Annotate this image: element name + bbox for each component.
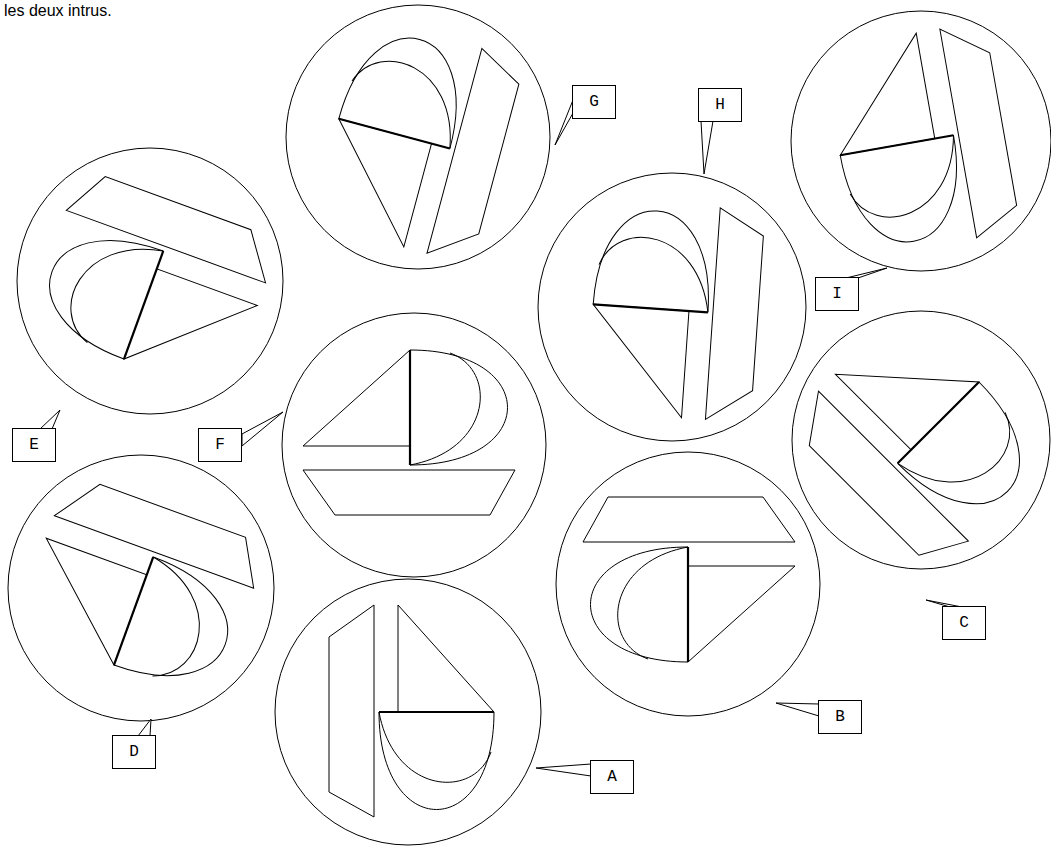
callout-tail (536, 764, 591, 776)
instruction-text: les deux intrus. (4, 2, 112, 20)
boat-f (303, 350, 515, 515)
callout-letter: D (129, 744, 139, 760)
callout-box: E (12, 428, 56, 462)
callout-box: F (198, 428, 242, 462)
callout-tail (40, 410, 60, 429)
callout-box: I (815, 277, 859, 311)
callout-tail (242, 412, 283, 446)
boat-b (583, 497, 795, 662)
callout-letter: C (959, 615, 969, 631)
callout-letter: H (715, 97, 725, 113)
callout-tail (776, 703, 819, 716)
boat-a (329, 605, 494, 817)
boat-i (822, 21, 1021, 258)
callout-letter: G (589, 94, 599, 110)
boat-g (311, 17, 525, 264)
callout-box: B (818, 700, 862, 734)
callout-box: G (572, 85, 616, 119)
circle-e (17, 148, 283, 414)
callout-tail (701, 121, 713, 174)
callout-box: A (590, 760, 634, 794)
callout-tail (555, 100, 573, 145)
callout-box: D (112, 735, 156, 769)
callout-letter: E (29, 437, 39, 453)
circle-i (791, 11, 1051, 271)
circle-h (538, 173, 806, 441)
callout-box: H (698, 88, 742, 122)
callout-box: C (942, 606, 986, 640)
boat-d (13, 473, 269, 701)
circle-g (286, 5, 550, 269)
circle-b (556, 452, 820, 716)
callout-letter: B (835, 709, 845, 725)
callout-letter: A (607, 769, 617, 785)
boat-h (586, 200, 765, 423)
circle-f (282, 313, 546, 577)
circle-d (8, 455, 274, 721)
boat-c (787, 306, 1051, 573)
circle-a (275, 579, 541, 845)
callout-tail (138, 719, 151, 736)
callout-letter: I (832, 286, 842, 302)
boat-e (25, 168, 281, 396)
callout-letter: F (215, 437, 225, 453)
